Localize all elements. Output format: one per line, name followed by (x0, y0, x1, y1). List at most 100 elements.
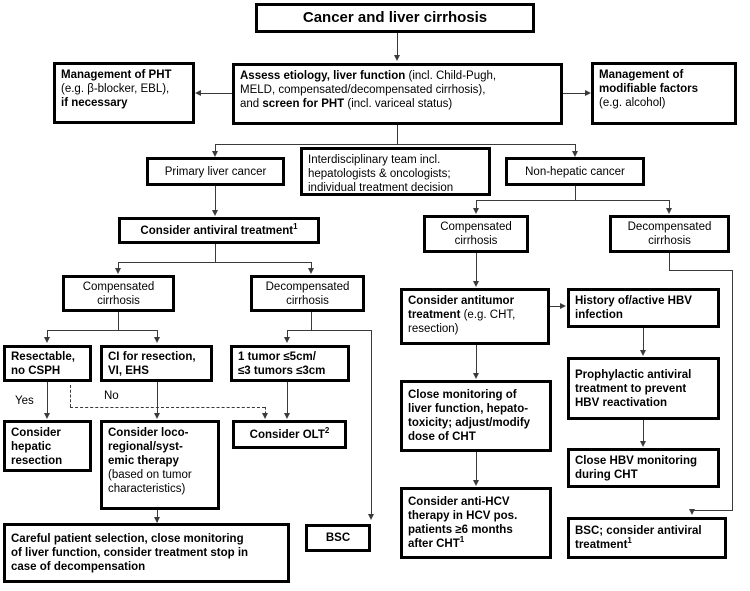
interdisciplinary-line2: hepatologists & oncologists; (308, 168, 451, 180)
connector-assess-to-pht (200, 93, 232, 94)
node-consider-anti-hcv-therapy: Consider anti-HCV therapy in HCV pos. pa… (400, 487, 552, 559)
connector-antitumor-to-hbv (550, 306, 561, 307)
arrowhead-resectable (43, 337, 50, 343)
connector-ldecomp-bus-left (287, 330, 288, 338)
interdisciplinary-line1: Interdisciplinary team incl. (308, 154, 441, 166)
locoregional-line5: characteristics) (108, 483, 186, 495)
connector-prophylactic-to-close-hbv (643, 420, 644, 442)
pht-line2: (e.g. β-blocker, EBL), (61, 83, 170, 95)
arrowhead-hepatic-resection (43, 413, 50, 419)
anti-hcv-line3: patients ≥6 months (408, 524, 513, 536)
locoregional-line2: regional/syst- (108, 441, 183, 453)
hepatic-resection-line2: hepatic (11, 441, 52, 453)
tumor-criteria-line2: ≤3 tumors ≤3cm (238, 364, 326, 377)
node-history-active-hbv-infection: History of/active HBV infection (567, 288, 720, 328)
connector-nhc-bus-right (669, 200, 670, 209)
node-primary-liver-cancer: Primary liver cancer (146, 157, 285, 186)
hepatic-resection-line1: Consider (11, 427, 61, 439)
connector-plc-to-antiviral (215, 186, 216, 211)
arrowhead-assess (393, 55, 400, 61)
arrowhead-right-decompensated (665, 208, 672, 214)
connector-antiviral-bus-right (311, 262, 312, 269)
node-root: Cancer and liver cirrhosis (255, 3, 535, 33)
connector-bsc-antiviral-enter (692, 510, 733, 511)
connector-antiviral-bus-left (118, 262, 119, 269)
olt-footnote: 2 (324, 425, 330, 435)
connector-rdecomp-down (669, 253, 670, 270)
node-consider-hepatic-resection: Consider hepatic resection (3, 420, 92, 472)
anti-hcv-footnote: 1 (459, 535, 465, 545)
node-careful-patient-selection: Careful patient selection, close monitor… (3, 523, 290, 583)
connector-nhc-down (575, 186, 576, 200)
connector-rcomp-to-antitumor (476, 253, 477, 282)
node-management-modifiable-factors: Management of modifiable factors (e.g. a… (591, 62, 737, 125)
right-decompensated-line2: cirrhosis (648, 235, 691, 247)
left-decompensated-line1: Decompensated (265, 280, 350, 293)
node-right-compensated-cirrhosis: Compensated cirrhosis (423, 215, 529, 253)
bsc-antiviral-footnote: 1 (627, 536, 632, 546)
prophylactic-line1: Prophylactic antiviral (575, 368, 692, 381)
connector-rdecomp-right (669, 270, 732, 271)
connector-ci-to-locoregional (157, 382, 158, 414)
connector-no-dashed-riser (70, 385, 71, 407)
modifiable-line2: modifiable factors (599, 83, 699, 95)
hbv-history-line1: History of/active HBV (575, 295, 692, 307)
arrowhead-olt (283, 413, 290, 419)
antitumor-line2: treatment (e.g. CHT, (408, 309, 516, 321)
node-ci-for-resection: CI for resection, VI, EHS (100, 345, 213, 382)
consider-antiviral-footnote: 1 (293, 221, 298, 231)
right-compensated-line2: cirrhosis (454, 235, 498, 247)
assess-line2: MELD, compensated/decompensated cirrhosi… (240, 84, 486, 96)
connector-monitoring-to-hcv (476, 452, 477, 482)
connector-lcomp-bus-left (47, 330, 48, 338)
modifiable-line3: (e.g. alcohol) (599, 97, 666, 109)
connector-resectable-yes (47, 382, 48, 414)
antitumor-line1: Consider antitumor (408, 295, 515, 307)
arrowhead-ci-resection (153, 337, 160, 343)
connector-lcomp-bus (47, 330, 158, 331)
node-right-decompensated-cirrhosis: Decompensated cirrhosis (609, 215, 730, 253)
careful-selection-line2: of liver function, consider treatment st… (11, 547, 249, 559)
arrowhead-primary-liver-cancer (211, 151, 218, 157)
close-hbv-line2: during CHT (575, 469, 638, 481)
arrowhead-modifiable (585, 89, 591, 96)
connector-no-dashed-drop (265, 407, 266, 414)
consider-antiviral-label: Consider antiviral treatment (140, 224, 294, 237)
arrowhead-anti-hcv (472, 480, 479, 486)
connector-hbv-to-prophylactic (643, 328, 644, 352)
node-management-pht: Management of PHT (e.g. β-blocker, EBL),… (53, 62, 195, 124)
node-prophylactic-antiviral-treatment: Prophylactic antiviral treatment to prev… (567, 357, 720, 420)
anti-hcv-line1: Consider anti-HCV (408, 496, 510, 508)
connector-tumor-to-olt (287, 382, 288, 414)
resectable-line1: Resectable, (11, 350, 75, 363)
assess-line1: Assess etiology, liver function (incl. C… (240, 70, 497, 82)
node-left-decompensated-cirrhosis: Decompensated cirrhosis (250, 275, 365, 312)
close-hbv-line1: Close HBV monitoring (575, 455, 698, 467)
ci-resection-line2: VI, EHS (108, 364, 149, 377)
prophylactic-line2: treatment to prevent (575, 382, 687, 395)
edge-label-no: No (103, 390, 120, 402)
node-interdisciplinary-team: Interdisciplinary team incl. hepatologis… (300, 147, 491, 196)
arrowhead-hbv-history (560, 302, 566, 309)
hepatic-resection-line3: resection (11, 455, 63, 467)
antitumor-line3: resection) (408, 323, 459, 335)
arrowhead-right-compensated (472, 208, 479, 214)
node-close-hbv-monitoring: Close HBV monitoring during CHT (567, 448, 720, 488)
node-tumor-criteria: 1 tumor ≤5cm/ ≤3 tumors ≤3cm (230, 345, 350, 382)
right-compensated-line1: Compensated (440, 221, 512, 233)
node-consider-locoregional-systemic-therapy: Consider loco- regional/syst- emic thera… (100, 420, 220, 510)
locoregional-line3: emic therapy (108, 455, 179, 467)
connector-antiviral-bus (118, 262, 312, 263)
arrowhead-prophylactic (639, 350, 646, 356)
node-left-compensated-cirrhosis: Compensated cirrhosis (62, 275, 175, 312)
connector-antiviral-down (215, 244, 216, 262)
right-decompensated-line1: Decompensated (627, 221, 712, 233)
arrowhead-left-decompensated (307, 268, 314, 274)
prophylactic-line3: HBV reactivation (575, 396, 668, 409)
left-compensated-line2: cirrhosis (97, 294, 140, 307)
bsc-label: BSC (325, 532, 351, 544)
arrowhead-close-hbv (639, 441, 646, 447)
connector-nhc-bus (476, 200, 670, 201)
node-non-hepatic-cancer: Non-hepatic cancer (505, 157, 645, 186)
